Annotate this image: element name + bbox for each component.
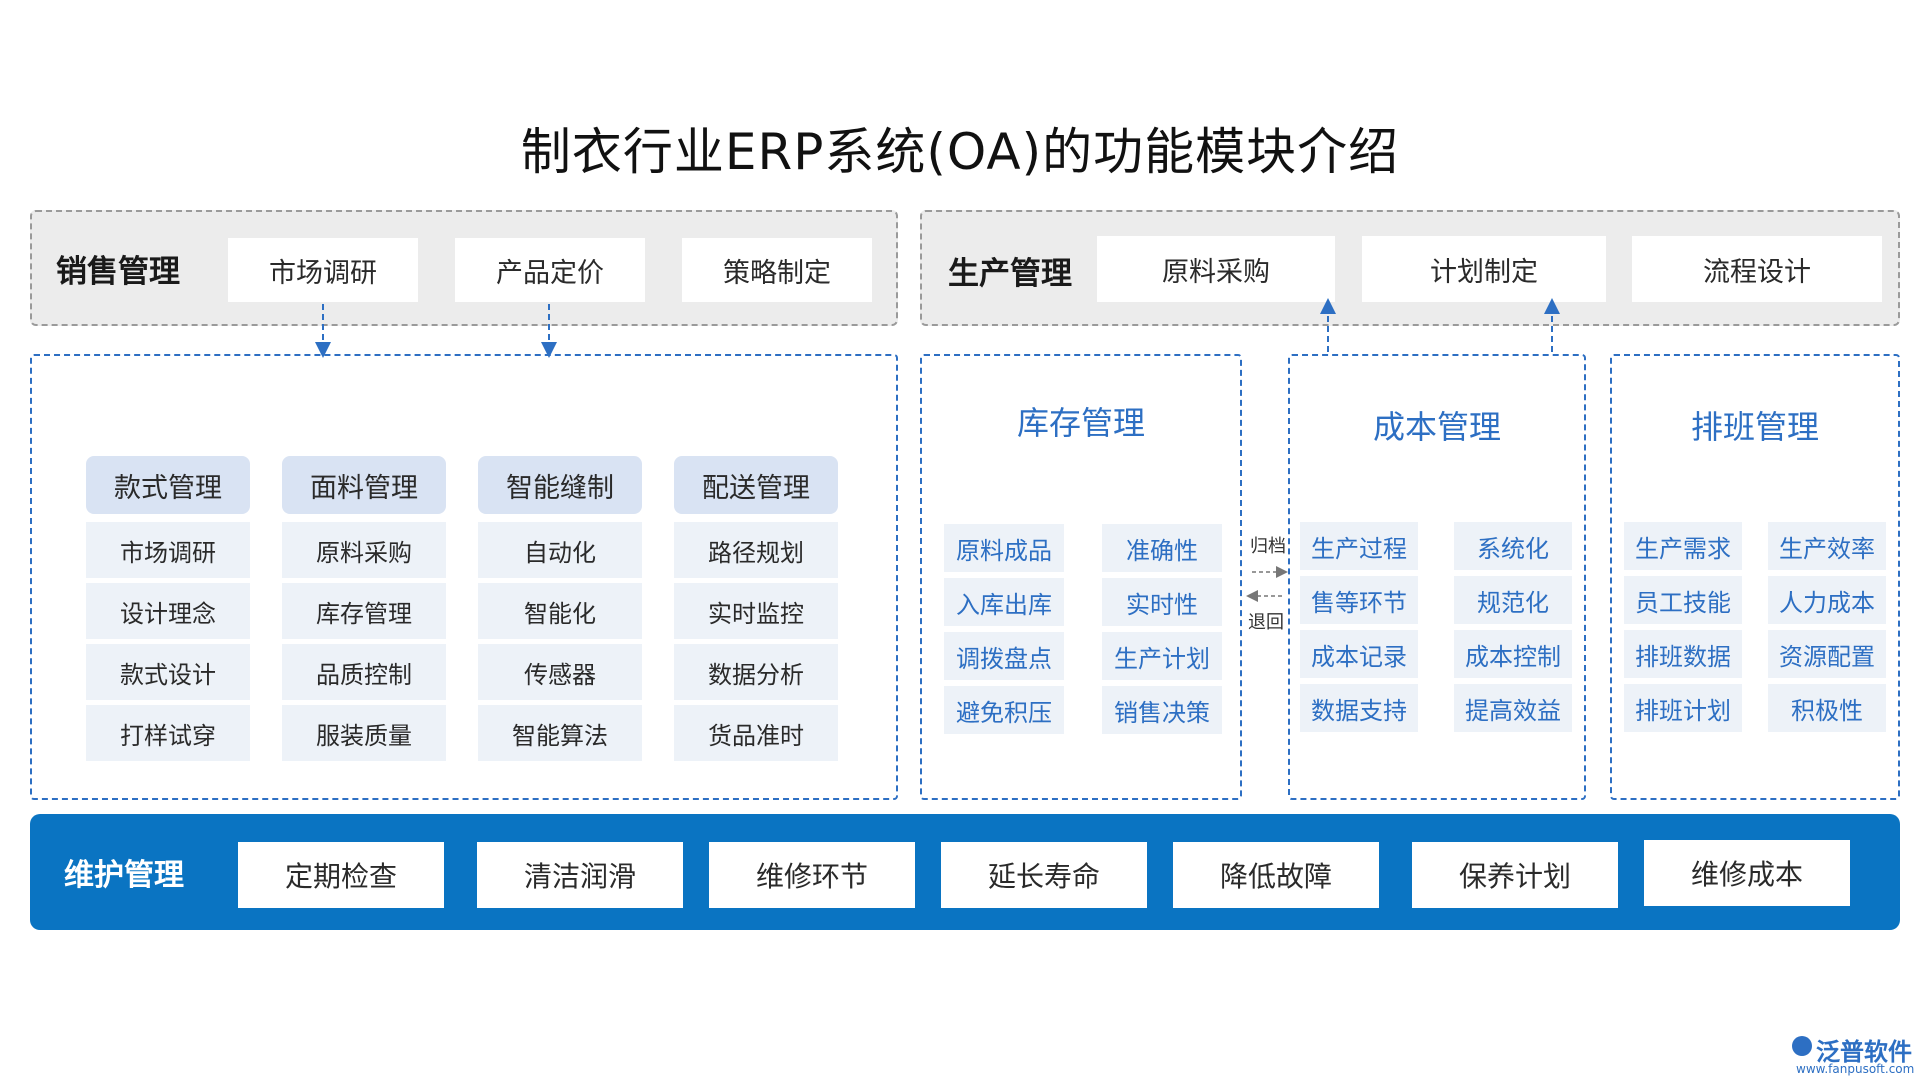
schedule-item: 资源配置: [1768, 630, 1886, 678]
sales-item: 产品定价: [455, 238, 645, 302]
column-item: 智能算法: [478, 705, 642, 761]
logo-icon: [1792, 1036, 1812, 1056]
column-item: 自动化: [478, 522, 642, 578]
schedule-item: 生产效率: [1768, 522, 1886, 570]
cost-item: 提高效益: [1454, 684, 1572, 732]
logo-url: www.fanpusoft.com: [1796, 1062, 1915, 1076]
production-label: 生产管理: [948, 256, 1072, 292]
maintenance-item: 降低故障: [1173, 842, 1379, 908]
production-item: 计划制定: [1362, 236, 1606, 302]
column-item: 市场调研: [86, 522, 250, 578]
column-item: 打样试穿: [86, 705, 250, 761]
cost-item: 成本记录: [1300, 630, 1418, 678]
schedule-item: 排班数据: [1624, 630, 1742, 678]
schedule-item: 员工技能: [1624, 576, 1742, 624]
cost-title: 成本管理: [1372, 408, 1501, 446]
inventory-item: 入库出库: [944, 578, 1064, 626]
schedule-item: 积极性: [1768, 684, 1886, 732]
page-title: 制衣行业ERP系统(OA)的功能模块介绍: [520, 123, 1400, 181]
maintenance-item: 延长寿命: [941, 842, 1147, 908]
column-item: 服装质量: [282, 705, 446, 761]
column-head: 配送管理: [674, 456, 838, 514]
inventory-item: 生产计划: [1102, 632, 1222, 680]
maintenance-item: 维修环节: [709, 842, 915, 908]
cost-item: 系统化: [1454, 522, 1572, 570]
maintenance-label: 维护管理: [64, 858, 184, 893]
column-item: 原料采购: [282, 522, 446, 578]
archive-label: 归档: [1250, 536, 1286, 557]
sales-item: 策略制定: [682, 238, 872, 302]
cost-item: 售等环节: [1300, 576, 1418, 624]
schedule-title: 排班管理: [1690, 408, 1819, 446]
sales-label: 销售管理: [56, 254, 180, 290]
column-head: 款式管理: [86, 456, 250, 514]
cost-item: 数据支持: [1300, 684, 1418, 732]
maintenance-item: 定期检查: [238, 842, 444, 908]
column-item: 库存管理: [282, 583, 446, 639]
column-item: 品质控制: [282, 644, 446, 700]
column-item: 传感器: [478, 644, 642, 700]
column-item: 款式设计: [86, 644, 250, 700]
inventory-item: 原料成品: [944, 524, 1064, 572]
inventory-item: 销售决策: [1102, 686, 1222, 734]
cost-item: 生产过程: [1300, 522, 1418, 570]
inventory-item: 准确性: [1102, 524, 1222, 572]
inventory-item: 避免积压: [944, 686, 1064, 734]
cost-item: 成本控制: [1454, 630, 1572, 678]
column-item: 智能化: [478, 583, 642, 639]
production-item: 流程设计: [1632, 236, 1882, 302]
inventory-item: 实时性: [1102, 578, 1222, 626]
sales-item: 市场调研: [228, 238, 418, 302]
inventory-item: 调拨盘点: [944, 632, 1064, 680]
maintenance-item: 维修成本: [1644, 840, 1850, 906]
maintenance-item: 保养计划: [1412, 842, 1618, 908]
production-item: 原料采购: [1097, 236, 1335, 302]
column-item: 实时监控: [674, 583, 838, 639]
column-head: 智能缝制: [478, 456, 642, 514]
column-item: 货品准时: [674, 705, 838, 761]
column-head: 面料管理: [282, 456, 446, 514]
schedule-item: 人力成本: [1768, 576, 1886, 624]
return-label: 退回: [1248, 612, 1284, 633]
column-item: 路径规划: [674, 522, 838, 578]
schedule-item: 生产需求: [1624, 522, 1742, 570]
inventory-title: 库存管理: [1016, 404, 1145, 442]
cost-item: 规范化: [1454, 576, 1572, 624]
schedule-item: 排班计划: [1624, 684, 1742, 732]
logo-name: 泛普软件: [1816, 1038, 1912, 1066]
maintenance-item: 清洁润滑: [477, 842, 683, 908]
logo: 泛普软件 www.fanpusoft.com: [1792, 1032, 1915, 1078]
column-item: 设计理念: [86, 583, 250, 639]
column-item: 数据分析: [674, 644, 838, 700]
